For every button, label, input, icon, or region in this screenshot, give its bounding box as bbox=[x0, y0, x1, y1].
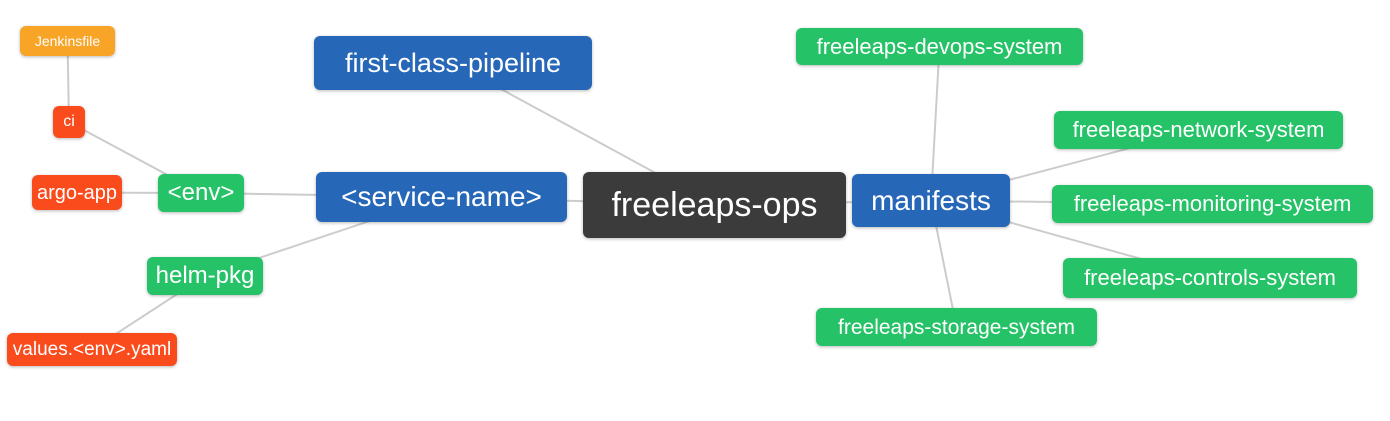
node-freeleaps-ops[interactable]: freeleaps-ops bbox=[583, 172, 846, 238]
node-label: freeleaps-controls-system bbox=[1084, 265, 1336, 290]
node-freeleaps-network-system[interactable]: freeleaps-network-system bbox=[1054, 111, 1343, 149]
node-label: freeleaps-ops bbox=[611, 186, 818, 224]
node-label: ci bbox=[63, 113, 75, 130]
node-freeleaps-devops-system[interactable]: freeleaps-devops-system bbox=[796, 28, 1083, 65]
node-service-name[interactable]: <service-name> bbox=[316, 172, 567, 222]
node-label: freeleaps-devops-system bbox=[816, 33, 1063, 59]
node-jenkinsfile[interactable]: Jenkinsfile bbox=[20, 26, 115, 56]
node-label: Jenkinsfile bbox=[34, 33, 101, 49]
node-label: freeleaps-storage-system bbox=[838, 315, 1075, 339]
node-label: freeleaps-network-system bbox=[1072, 117, 1325, 142]
node-label: manifests bbox=[871, 184, 991, 216]
node-ci[interactable]: ci bbox=[53, 106, 85, 138]
node-label: first-class-pipeline bbox=[344, 47, 562, 78]
node-argo-app[interactable]: argo-app bbox=[32, 175, 122, 210]
node-freeleaps-controls-system[interactable]: freeleaps-controls-system bbox=[1063, 258, 1357, 298]
node-values-env-yaml[interactable]: values.<env>.yaml bbox=[7, 333, 177, 366]
node-helm-pkg[interactable]: helm-pkg bbox=[147, 257, 263, 295]
node-freeleaps-storage-system[interactable]: freeleaps-storage-system bbox=[816, 308, 1097, 346]
node-label: <env> bbox=[167, 179, 235, 206]
node-env[interactable]: <env> bbox=[158, 174, 244, 212]
node-first-class-pipeline[interactable]: first-class-pipeline bbox=[314, 36, 592, 90]
node-label: <service-name> bbox=[341, 181, 542, 212]
node-label: helm-pkg bbox=[155, 262, 255, 289]
node-freeleaps-monitoring-system[interactable]: freeleaps-monitoring-system bbox=[1052, 185, 1373, 223]
node-manifests[interactable]: manifests bbox=[852, 174, 1010, 227]
node-label: values.<env>.yaml bbox=[12, 339, 172, 360]
node-label: freeleaps-monitoring-system bbox=[1073, 191, 1352, 216]
node-label: argo-app bbox=[36, 181, 118, 204]
